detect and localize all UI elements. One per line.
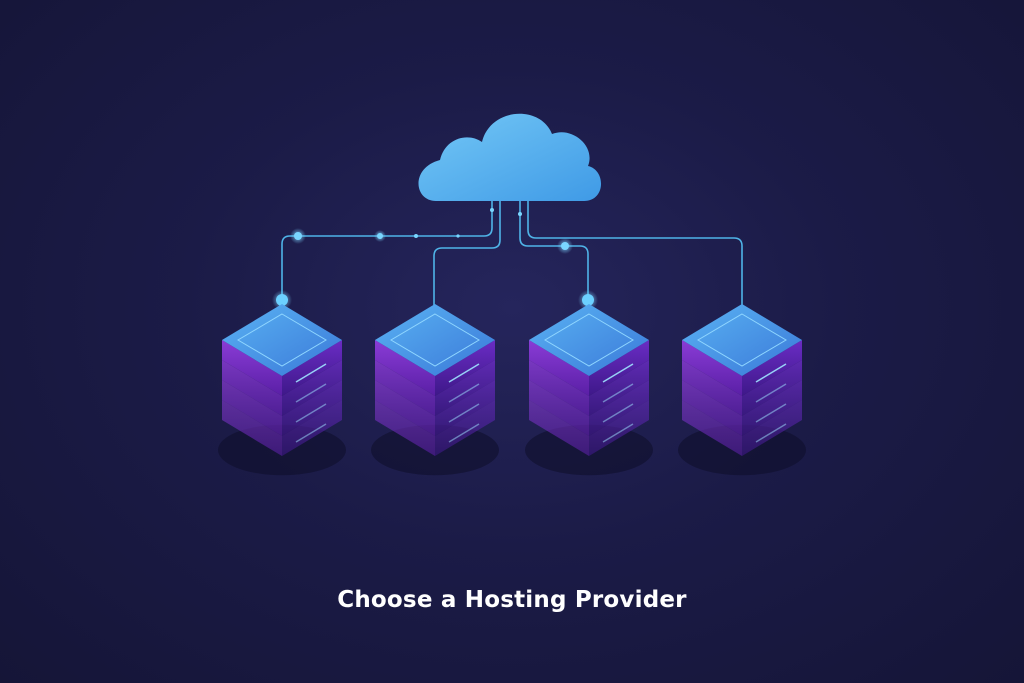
server-icon [371,304,499,476]
cloud-icon [418,113,602,201]
server-icon [678,304,806,476]
connector-line-1 [281,201,493,300]
network-connectors [281,201,743,305]
server-group [218,304,806,476]
connector-nodes [272,208,598,310]
server-icon [525,304,653,476]
connector-line-2 [433,201,501,305]
connector-line-3 [519,201,589,300]
caption-title: Choose a Hosting Provider [337,587,687,613]
server-icon [218,304,346,476]
connector-line-4 [527,201,743,305]
